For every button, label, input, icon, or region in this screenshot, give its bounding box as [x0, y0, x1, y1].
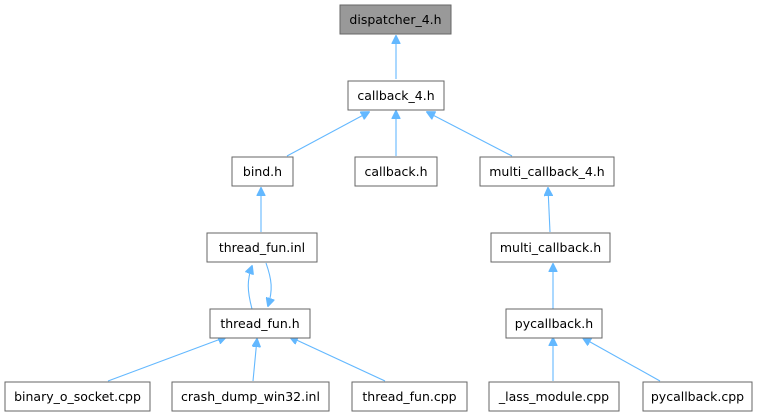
- node-label: _lass_module.cpp: [498, 389, 609, 404]
- edge-bind-to-callback-4: [286, 112, 369, 157]
- edges: [107, 36, 661, 382]
- edge-crash-dump-win32-to-thread-fun: [253, 339, 257, 382]
- node-multi-callback-h[interactable]: multi_callback.h: [490, 232, 611, 263]
- node-pycallback-h[interactable]: pycallback.h: [505, 308, 603, 339]
- node-label: thread_fun.inl: [219, 240, 305, 255]
- node-binary-o-socket-cpp[interactable]: binary_o_socket.cpp: [4, 381, 151, 412]
- edge-thread-fun-cpp-to-thread-fun: [290, 337, 386, 382]
- edge-pycallback-cpp-to-pycallback: [583, 338, 661, 382]
- node-label: thread_fun.cpp: [362, 389, 456, 404]
- node-callback-h[interactable]: callback.h: [354, 156, 438, 187]
- node-dispatcher-4-h[interactable]: dispatcher_4.h: [339, 4, 452, 35]
- node-thread-fun-cpp[interactable]: thread_fun.cpp: [351, 381, 468, 412]
- node-label: dispatcher_4.h: [349, 12, 441, 27]
- node-lass-module-cpp[interactable]: _lass_module.cpp: [488, 381, 620, 412]
- edge-multi-callback-to-multi-callback-4: [548, 188, 550, 233]
- edge-thread-fun-to-thread-fun-inl: [248, 266, 252, 310]
- node-label: pycallback.cpp: [651, 389, 744, 404]
- node-callback-4-h[interactable]: callback_4.h: [347, 80, 445, 111]
- edge-binary-o-socket-to-thread-fun: [107, 337, 226, 382]
- node-crash-dump-win32-inl[interactable]: crash_dump_win32.inl: [171, 381, 330, 412]
- node-label: crash_dump_win32.inl: [181, 389, 320, 404]
- node-label: thread_fun.h: [220, 316, 299, 331]
- node-thread-fun-inl[interactable]: thread_fun.inl: [206, 232, 318, 263]
- edge-thread-fun-inl-to-thread-fun: [265, 262, 271, 306]
- node-thread-fun-h[interactable]: thread_fun.h: [209, 308, 311, 339]
- node-bind-h[interactable]: bind.h: [231, 156, 294, 187]
- node-label: multi_callback_4.h: [489, 164, 604, 179]
- node-multi-callback-4-h[interactable]: multi_callback_4.h: [479, 156, 615, 187]
- node-label: multi_callback.h: [500, 240, 601, 255]
- node-label: callback_4.h: [357, 88, 434, 103]
- node-label: binary_o_socket.cpp: [14, 389, 141, 404]
- node-label: callback.h: [364, 164, 427, 179]
- edge-multi-callback-4-to-callback-4: [427, 112, 513, 157]
- node-label: pycallback.h: [515, 316, 593, 331]
- node-label: bind.h: [243, 164, 282, 179]
- node-pycallback-cpp[interactable]: pycallback.cpp: [642, 381, 753, 412]
